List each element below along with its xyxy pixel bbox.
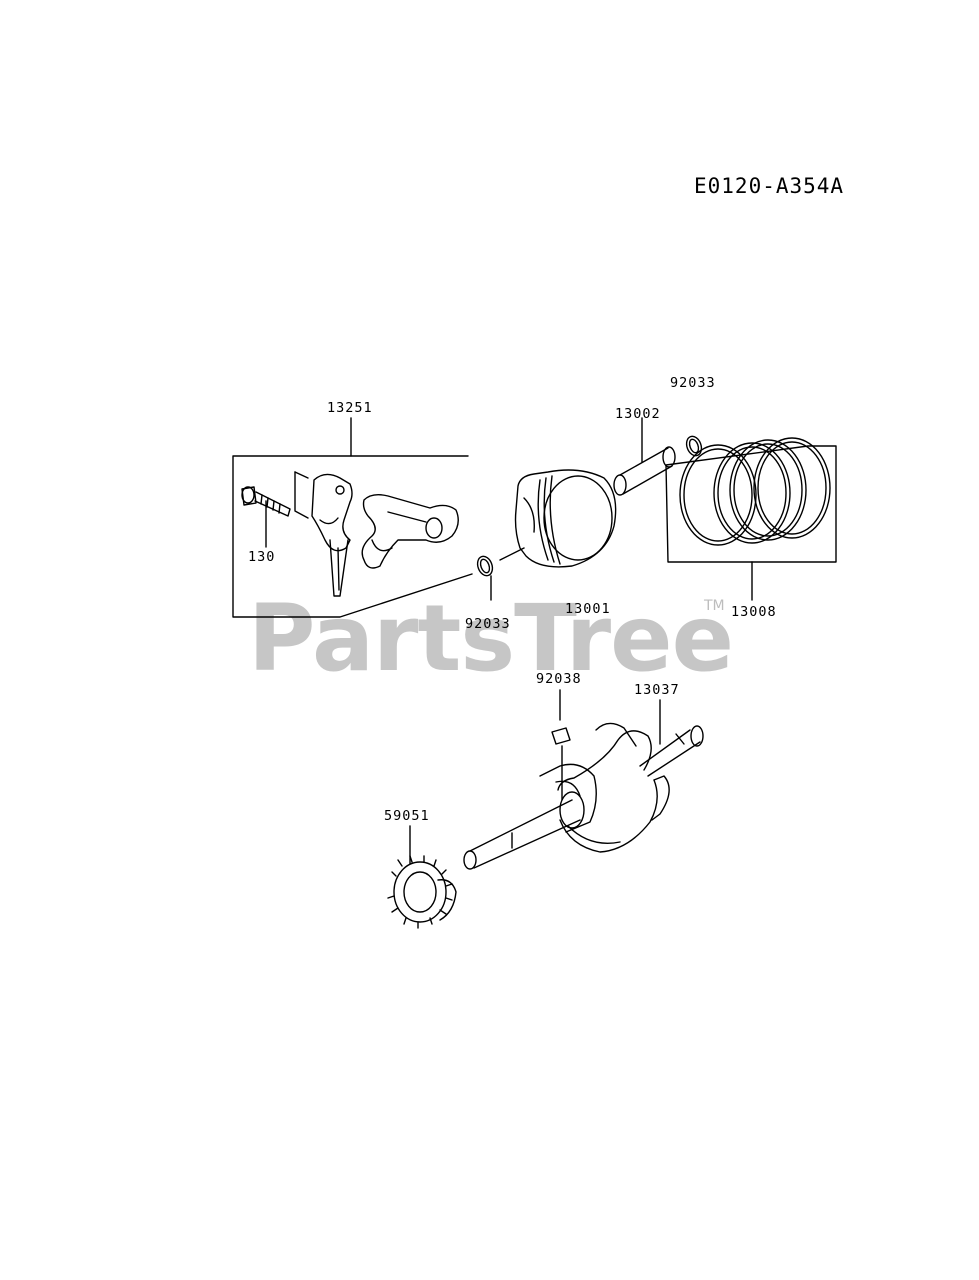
piston-part: [499, 469, 617, 568]
rod-assembly-group-box: [232, 417, 473, 618]
woodruff-key-part: [551, 689, 571, 801]
label-92033-bottom: 92033: [465, 616, 511, 632]
rod-cap-part: [294, 471, 353, 597]
ring-set-part: [665, 437, 837, 601]
connecting-rod-part: [361, 493, 459, 569]
crankshaft-part: [463, 699, 704, 870]
label-92038: 92038: [536, 671, 582, 687]
watermark-logo: PartsTree: [248, 585, 734, 692]
label-13002: 13002: [615, 406, 661, 422]
label-13037: 13037: [634, 682, 680, 698]
piston-pin-part: [613, 417, 676, 496]
circlip-top-part: [685, 435, 703, 457]
diagram-id: E0120-A354A: [694, 174, 845, 198]
bolt-part: [241, 486, 291, 548]
label-92033-top: 92033: [670, 375, 716, 391]
gear-part: [387, 825, 457, 929]
label-130: 130: [248, 549, 276, 565]
label-13001: 13001: [565, 601, 611, 617]
label-13251: 13251: [327, 400, 373, 416]
label-13008: 13008: [731, 604, 777, 620]
label-59051: 59051: [384, 808, 430, 824]
watermark-trademark: TM: [704, 598, 725, 614]
circlip-bottom-part: [476, 555, 494, 601]
